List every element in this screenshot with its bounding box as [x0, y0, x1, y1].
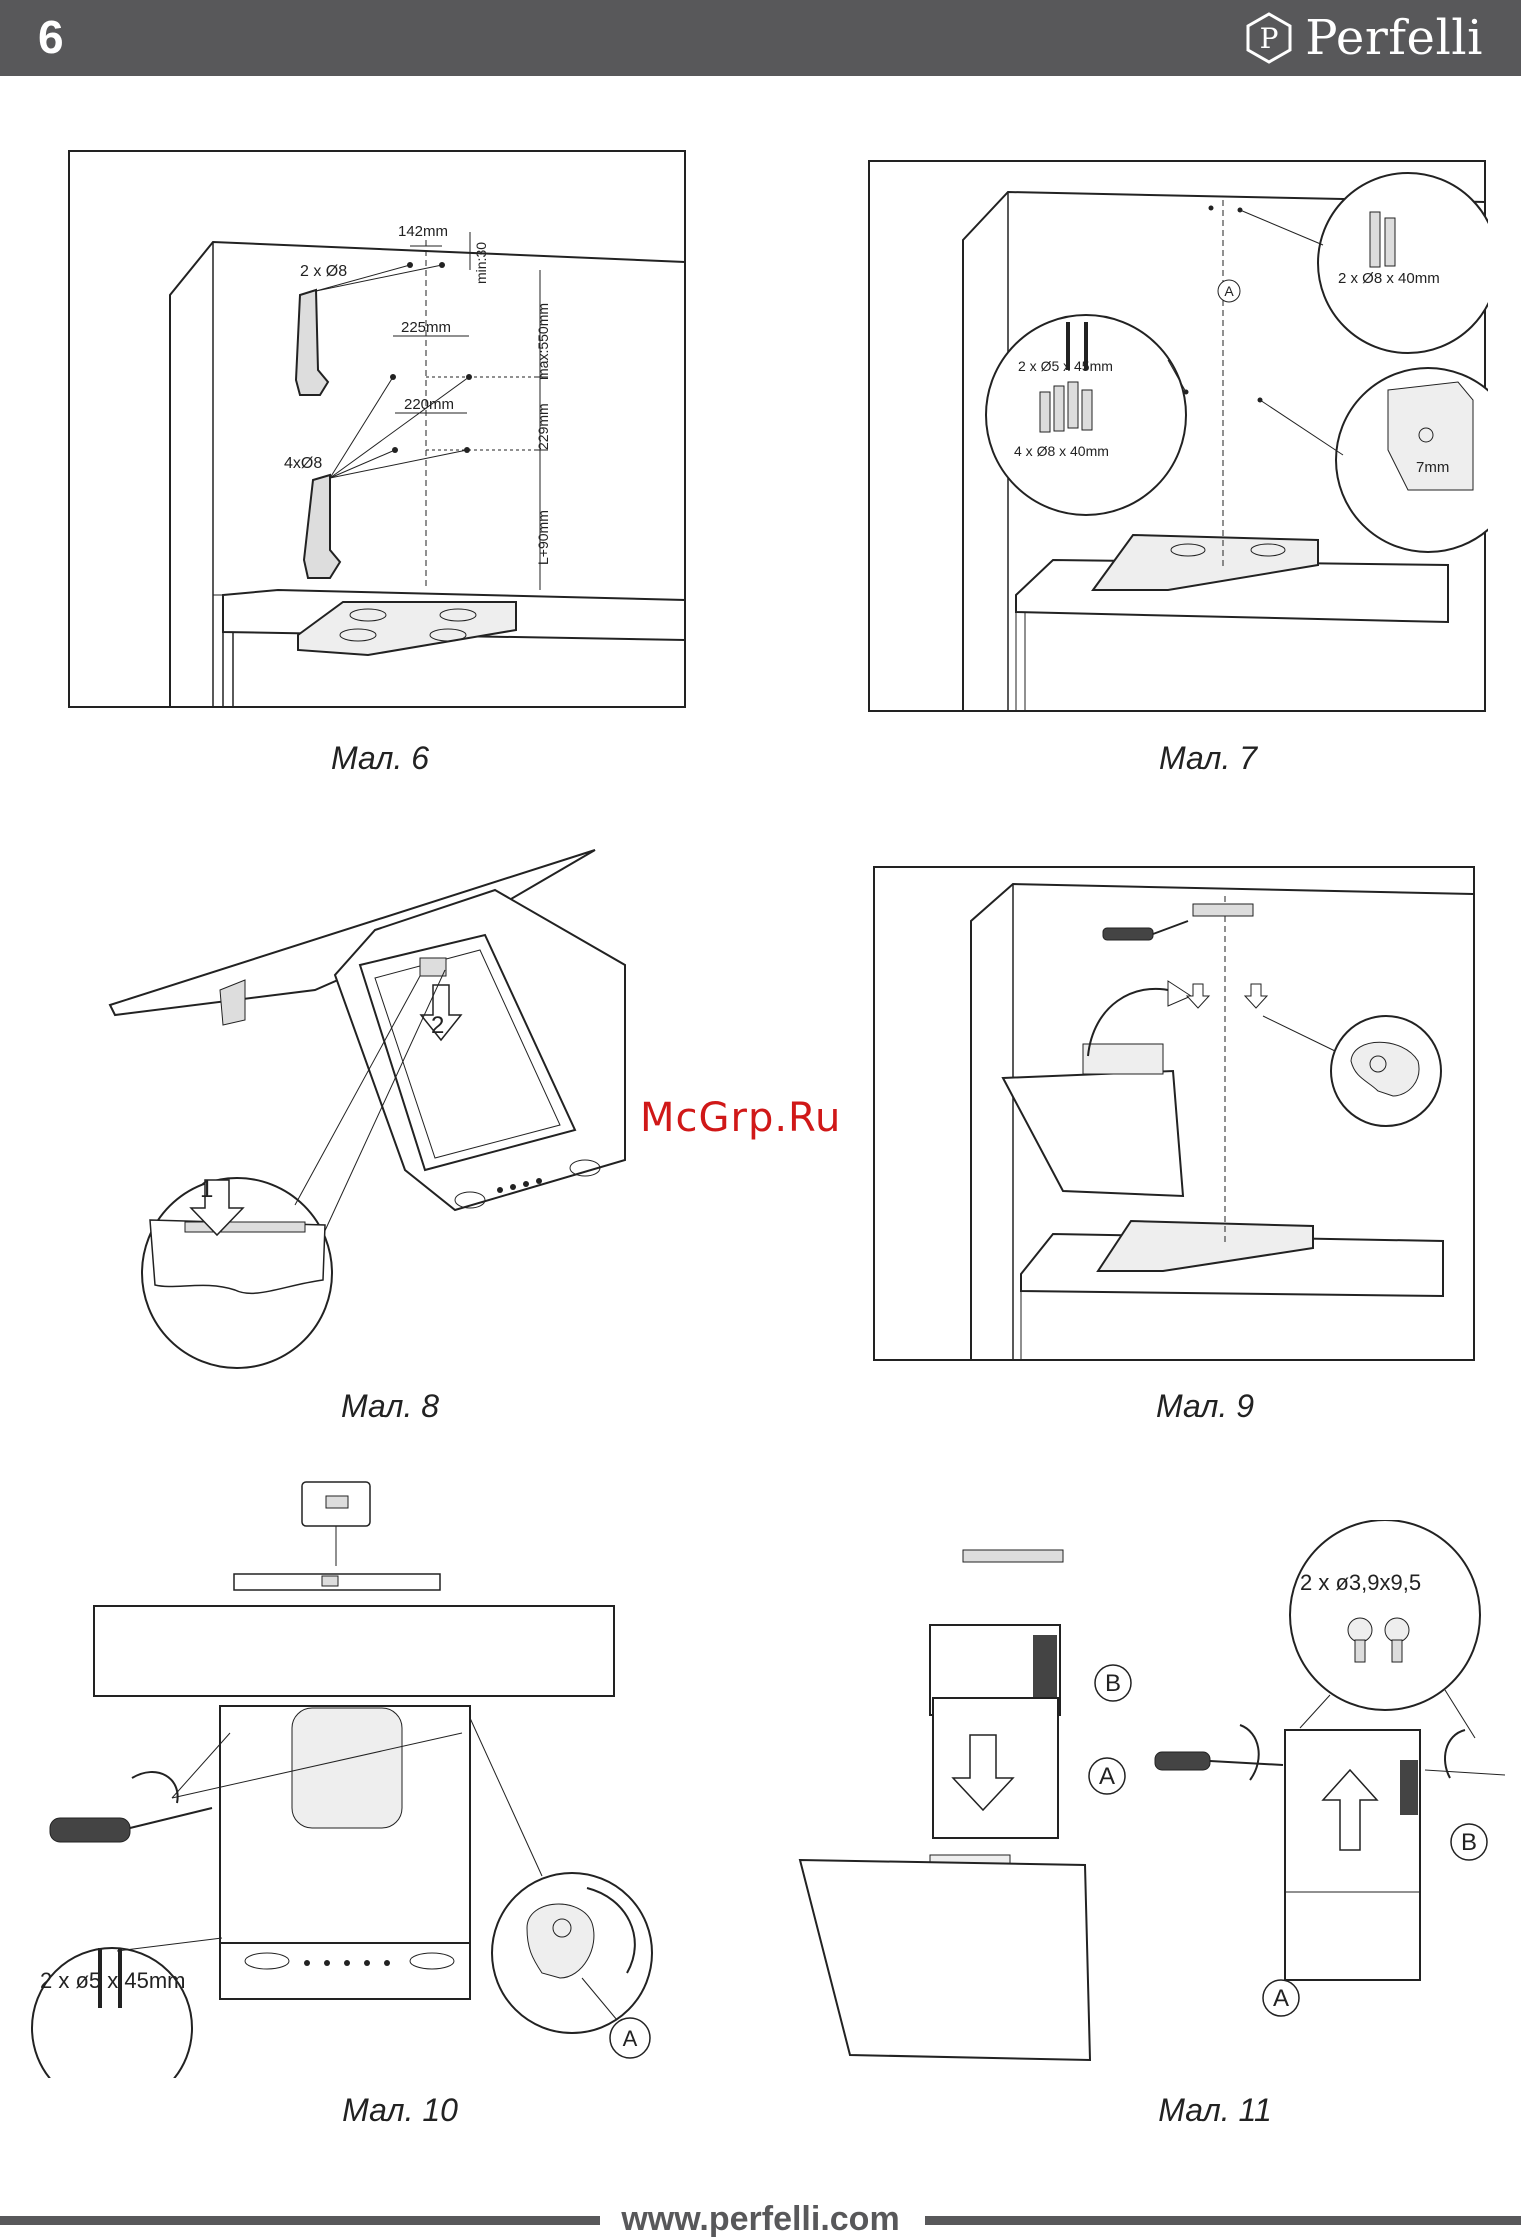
- dim-229: 229mm: [535, 403, 551, 450]
- figure-10: 2 x ø5 x 45mm A: [22, 1478, 702, 2078]
- screws1-label: 2 x Ø8 x 40mm: [1338, 270, 1440, 287]
- a2-label: A: [1273, 1985, 1289, 2012]
- dim-220: 220mm: [404, 396, 454, 413]
- figure-9: [873, 866, 1478, 1363]
- page-number: 6: [38, 10, 64, 64]
- brand-name: Perfelli: [1305, 10, 1483, 66]
- b1-label: B: [1105, 1670, 1121, 1697]
- caption-fig8: Мал. 8: [290, 1388, 490, 1425]
- a1-label: A: [1099, 1763, 1115, 1790]
- dim-225: 225mm: [401, 319, 451, 336]
- point-a-label: A: [623, 2026, 638, 2051]
- figure-7: A 2 x Ø8 x 40mm 2 x Ø5 x 45mm 4 x Ø8 x 4…: [868, 160, 1488, 715]
- footer-url[interactable]: www.perfelli.com: [0, 2200, 1521, 2239]
- dim-min30: min:30: [473, 242, 489, 284]
- dim-142: 142mm: [398, 223, 448, 240]
- caption-fig6: Мал. 6: [280, 740, 480, 777]
- page-header: 6 P Perfelli: [0, 0, 1521, 76]
- b2-label: B: [1461, 1829, 1477, 1856]
- figure-6: 142mm min:30 2 x Ø8 225mm max:550mm 220m…: [68, 150, 688, 710]
- step2-label: 2: [431, 1012, 444, 1039]
- step1-label: 1: [200, 1176, 213, 1203]
- offset-label: 7mm: [1416, 459, 1449, 476]
- holes-top-label: 2 x Ø8: [300, 263, 347, 280]
- caption-fig10: Мал. 10: [290, 2092, 510, 2129]
- perfelli-logo-icon: P: [1243, 12, 1295, 64]
- screws-label: 2 x ø3,9x9,5: [1300, 1570, 1421, 1595]
- caption-fig9: Мал. 9: [1105, 1388, 1305, 1425]
- figure-8: 2 1: [95, 840, 655, 1380]
- screws2-label: 2 x Ø5 x 45mm: [1018, 358, 1113, 374]
- brand-logo: P Perfelli: [1243, 12, 1483, 64]
- logo-letter: P: [1260, 22, 1279, 55]
- screws-label: 2 x ø5 x 45mm: [40, 1968, 185, 1993]
- caption-fig7: Мал. 7: [1108, 740, 1308, 777]
- holes-mid-label: 4xØ8: [284, 455, 322, 472]
- screws3-label: 4 x Ø8 x 40mm: [1014, 443, 1109, 459]
- page-footer: www.perfelli.com: [0, 2200, 1521, 2240]
- dim-lplus90: L+90mm: [535, 510, 551, 565]
- point-a-label: A: [1224, 283, 1234, 299]
- dim-max550: max:550mm: [535, 303, 551, 380]
- caption-fig11: Мал. 11: [1105, 2092, 1325, 2129]
- watermark: McGrp.Ru: [640, 1095, 841, 1141]
- figure-11: B A 2 x ø3,9x9,5 B A: [785, 1520, 1505, 2080]
